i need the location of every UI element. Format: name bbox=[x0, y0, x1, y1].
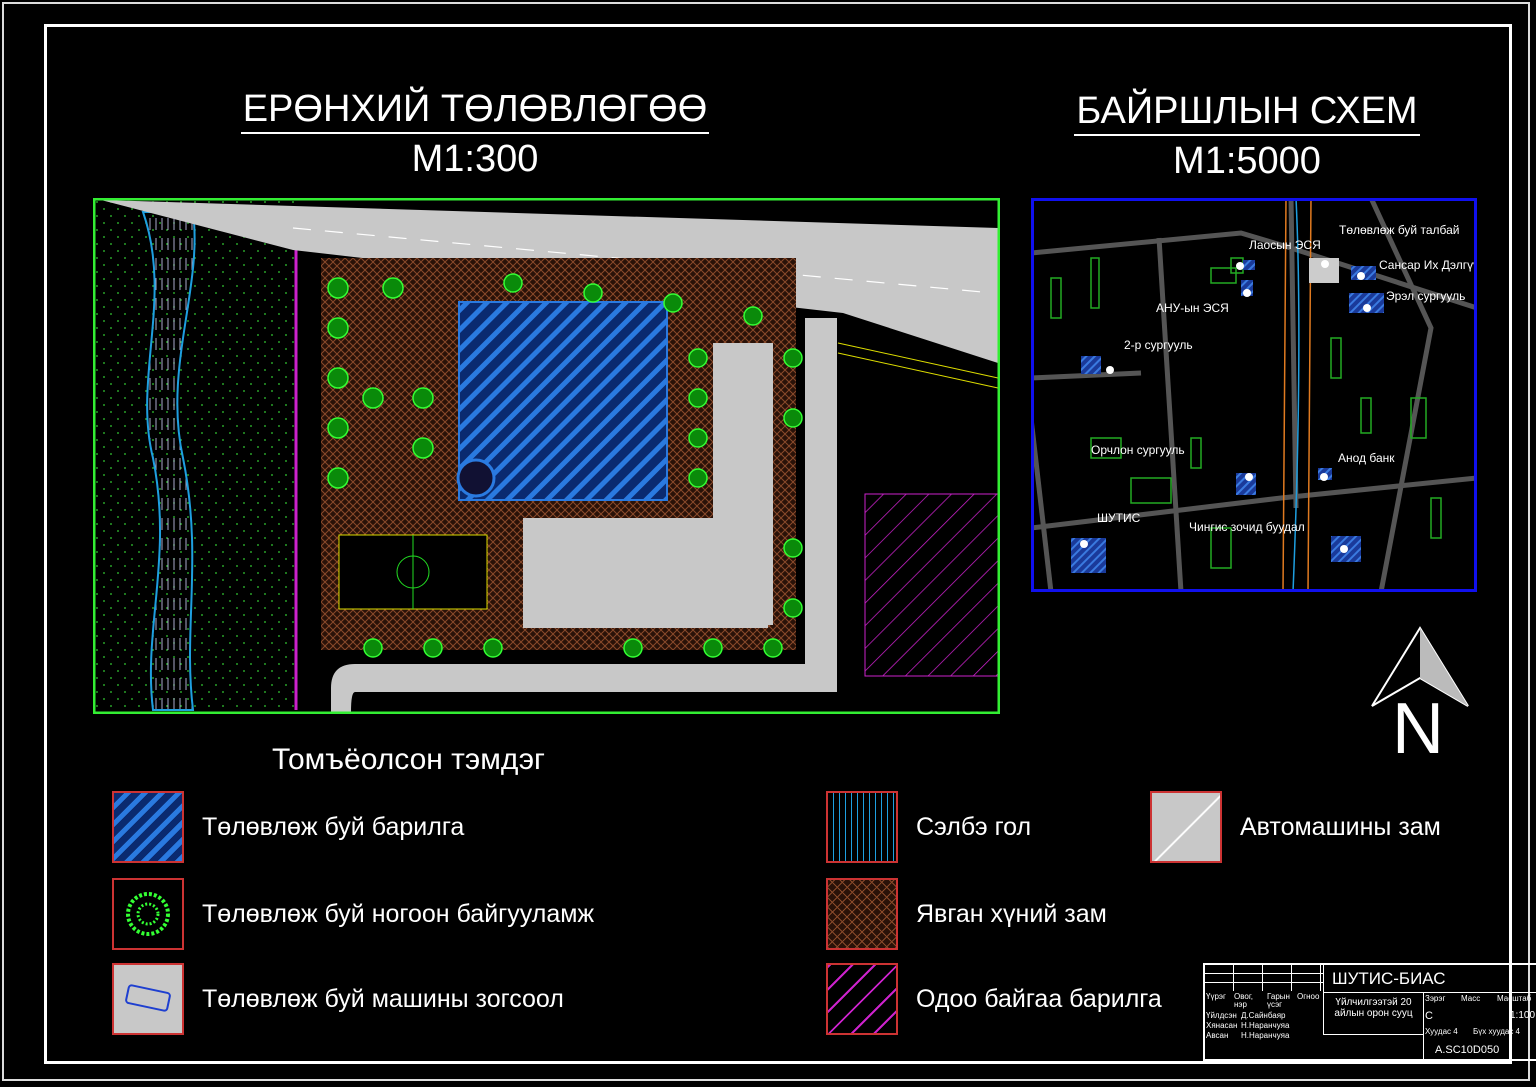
legend-label: Явган хүний зам bbox=[916, 899, 1107, 928]
legend-label: Автомашины зам bbox=[1240, 812, 1441, 841]
sheet-number: Хуудас 4 bbox=[1425, 1027, 1458, 1036]
north-arrow-icon bbox=[1371, 626, 1469, 707]
legend-label: Төлөвлөж буй барилга bbox=[202, 812, 465, 841]
brown-crosshatch-icon bbox=[826, 878, 898, 950]
label-sansar-store: Сансар Их Дэлгүүр bbox=[1379, 258, 1477, 272]
role: Авсан bbox=[1206, 1031, 1229, 1040]
name: Д.Сайнбаяр bbox=[1241, 1011, 1286, 1020]
legend-item-existing-building: Одоо байгаа барилга bbox=[826, 963, 1162, 1035]
general-plan-heading: ЕРӨНХИЙ ТӨЛӨВЛӨГӨӨ M1:300 bbox=[238, 90, 712, 178]
site-plan bbox=[93, 198, 1000, 714]
label-chinggis-hotel: Чингис зочид буудал bbox=[1189, 520, 1305, 534]
title-block-org: ШУТИС-БИАС bbox=[1323, 965, 1536, 993]
landmark-buildings bbox=[1071, 260, 1384, 573]
north-label: N bbox=[1392, 689, 1444, 769]
general-plan-title: ЕРӨНХИЙ ТӨЛӨВЛӨГӨӨ bbox=[240, 90, 710, 134]
planned-building bbox=[458, 301, 668, 501]
title-block: ШУТИС-БИАС Үүрэг Овог, нэр Гарын үсэг Ог… bbox=[1203, 963, 1536, 1063]
river-hatch-icon bbox=[826, 791, 898, 863]
role: Хянасан bbox=[1206, 1021, 1238, 1030]
scale-value: 1:100 bbox=[1510, 1010, 1536, 1021]
legend-item-river: Сэлбэ гол bbox=[826, 791, 1031, 863]
car-icon bbox=[112, 963, 184, 1035]
label-planned-site: Төлөвлөж буй талбай bbox=[1339, 223, 1459, 237]
main-road bbox=[101, 200, 998, 363]
label-school-2: 2-р сургууль bbox=[1124, 338, 1193, 352]
legend-item-planned-building: Төлөвлөж буй барилга bbox=[112, 791, 464, 863]
grid-lines bbox=[1205, 965, 1323, 991]
existing-building bbox=[864, 493, 1000, 677]
buildings bbox=[1050, 257, 1442, 569]
general-plan-scale: M1:300 bbox=[411, 138, 539, 180]
river bbox=[1292, 198, 1300, 592]
legend-label: Төлөвлөж буй машины зогсоол bbox=[202, 984, 564, 1013]
role: Үйлдсэн bbox=[1206, 1011, 1237, 1020]
legend-item-planned-parking: Төлөвлөж буй машины зогсоол bbox=[112, 963, 564, 1035]
streets bbox=[1031, 198, 1477, 592]
location-heading: БАЙРШЛЫН СХЕМ M1:5000 bbox=[1072, 92, 1422, 180]
north-arrow: N bbox=[1368, 626, 1472, 769]
fountain bbox=[456, 458, 496, 498]
legend-item-footpath: Явган хүний зам bbox=[826, 878, 1107, 950]
legend-label: Төлөвлөж буй ногоон байгууламж bbox=[202, 899, 595, 928]
header-name: Овог, нэр bbox=[1234, 992, 1253, 1009]
label-laos-embassy: Лаосын ЭСЯ bbox=[1249, 238, 1321, 252]
location-map-border bbox=[1031, 198, 1477, 592]
trees bbox=[327, 273, 803, 658]
stage-header: Зэрэг bbox=[1425, 994, 1446, 1003]
name: Н.Наранчуяа bbox=[1241, 1031, 1290, 1040]
access-road bbox=[331, 664, 837, 712]
location-title: БАЙРШЛЫН СХЕМ bbox=[1074, 92, 1420, 136]
drawing-code: A.SC10D050 bbox=[1435, 1044, 1500, 1056]
site-plan-border bbox=[93, 198, 1000, 714]
legend-label: Одоо байгаа барилга bbox=[916, 984, 1162, 1013]
magenta-hatch-icon bbox=[826, 963, 898, 1035]
legend-title: Томъёолсон тэмдэг bbox=[272, 743, 545, 776]
river bbox=[141, 211, 196, 711]
header-signature: Гарын үсэг bbox=[1267, 992, 1290, 1009]
label-must: ШУТИС bbox=[1097, 511, 1141, 525]
sheets-total: Бүх хуудас 4 bbox=[1473, 1027, 1520, 1036]
stage-area bbox=[1423, 993, 1536, 1063]
label-orchlon-school: Орчлон сургууль bbox=[1091, 443, 1185, 457]
stage-value: С bbox=[1425, 1010, 1433, 1022]
legend-item-road: Автомашины зам bbox=[1150, 791, 1441, 863]
parking-lot bbox=[523, 518, 768, 628]
legend-label: Сэлбэ гол bbox=[916, 812, 1032, 841]
label-us-embassy: АНУ-ын ЭСЯ bbox=[1156, 301, 1229, 315]
road-icon bbox=[1150, 791, 1222, 863]
drawing-frame bbox=[44, 24, 1512, 1064]
location-map: Төлөвлөж буй талбай Лаосын ЭСЯ Сансар Их… bbox=[1031, 198, 1477, 592]
header-date: Огноо bbox=[1297, 992, 1320, 1001]
tree-icon bbox=[112, 878, 184, 950]
header-role: Үүрэг bbox=[1206, 992, 1226, 1001]
label-anod-bank: Анод банк bbox=[1338, 451, 1395, 465]
scale-header: Масштаб bbox=[1497, 994, 1532, 1003]
name: Н.Наранчуяа bbox=[1241, 1021, 1290, 1030]
location-scale: M1:5000 bbox=[1173, 140, 1321, 182]
legend-item-planned-greenery: Төлөвлөж буй ногоон байгууламж bbox=[112, 878, 594, 950]
label-erel-school: Эрэл сургууль bbox=[1386, 289, 1465, 303]
project-name: Үйлчилгээтэй 20 айлын орон сууц bbox=[1323, 993, 1423, 1035]
mass-header: Масс bbox=[1461, 994, 1481, 1003]
blue-hatch-icon bbox=[112, 791, 184, 863]
side-road bbox=[805, 318, 837, 688]
